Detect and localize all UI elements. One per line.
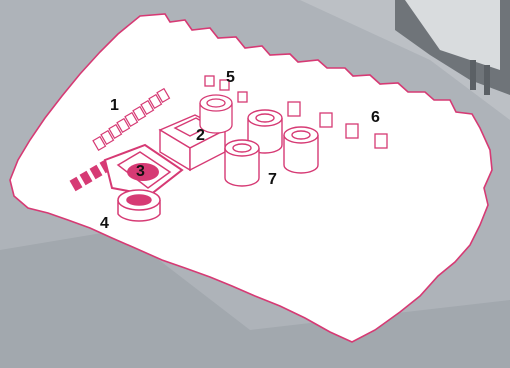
callout-label-3: 3: [136, 163, 145, 180]
callout-label-7: 7: [268, 171, 277, 188]
callout-label-2: 2: [196, 127, 205, 144]
callout-label-4: 4: [100, 215, 109, 232]
callout-label-6: 6: [371, 109, 380, 126]
callout-label-1: 1: [110, 97, 119, 114]
callout-label-5: 5: [226, 69, 235, 86]
component-4-capacitor: [118, 190, 160, 221]
